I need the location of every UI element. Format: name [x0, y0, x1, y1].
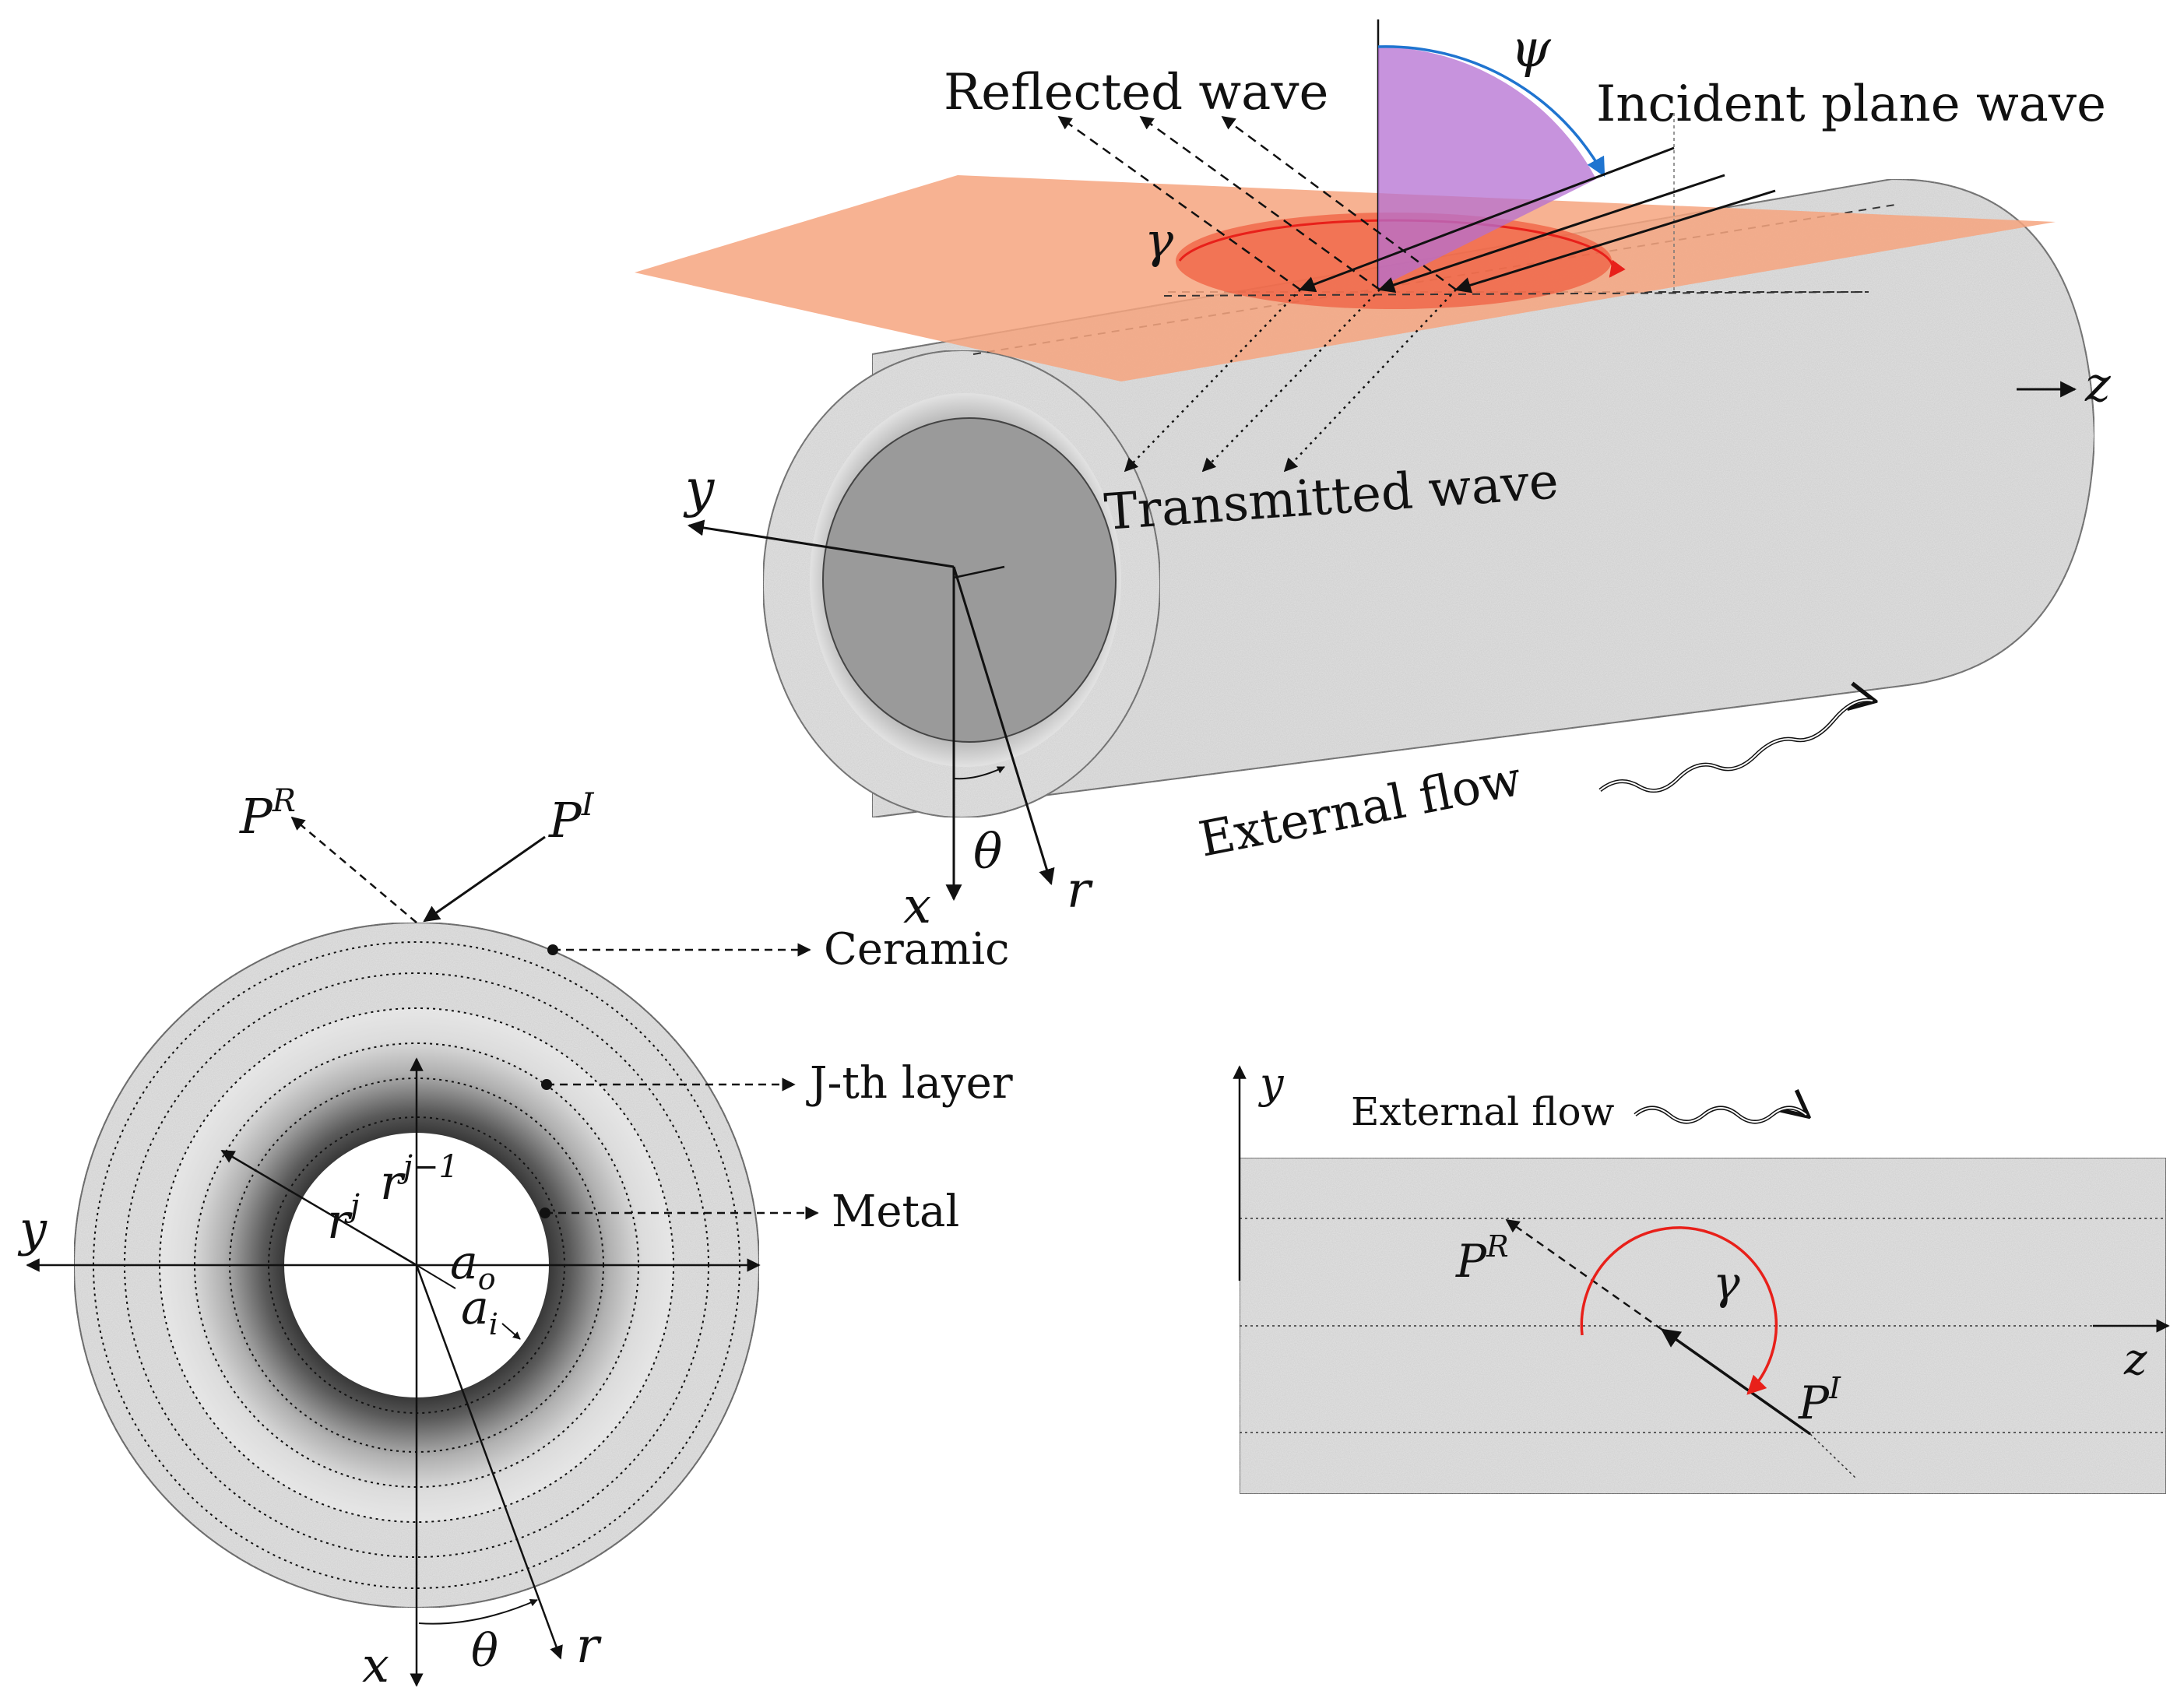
incident-ray — [1454, 189, 1776, 294]
pi-symbol-cross: PI — [548, 787, 595, 849]
theta-label-top: θ — [973, 823, 1002, 880]
external-flow-wave-side-inner — [1634, 1107, 1807, 1123]
pr-symbol-cross: PR — [239, 783, 296, 845]
z-label-side: z — [2123, 1334, 2147, 1385]
ao-symbol: ao — [450, 1236, 496, 1296]
ai-arrow — [501, 1323, 521, 1340]
ao-radius — [416, 1264, 456, 1289]
incident-ray-side — [1660, 1328, 1812, 1436]
pipe-3d-view: Reflected wave Incident plane wave Trans… — [635, 19, 2111, 935]
rj1-symbol: rj−1 — [380, 1149, 459, 1211]
pr-symbol-side: PR — [1455, 1229, 1509, 1288]
x-label-top: x — [903, 877, 931, 935]
x-label-cross: x — [362, 1636, 389, 1693]
pipe-end-inner-metal — [822, 417, 1117, 743]
reflected-wave-cross — [290, 816, 417, 923]
plane-dashed-line — [1163, 291, 1869, 297]
radius-line-top — [953, 565, 1005, 579]
y-label-top: y — [683, 459, 715, 519]
external-flow-label-side: External flow — [1351, 1089, 1615, 1134]
ceramic-label: Ceramic — [824, 924, 1010, 975]
r-label-cross: r — [576, 1617, 602, 1674]
gamma-symbol-top: γ — [1145, 212, 1174, 269]
incident-ray — [1299, 146, 1675, 293]
y-axis-top — [687, 519, 955, 568]
external-flow-wave-top-inner — [1599, 699, 1873, 792]
psi-sector — [1378, 47, 1596, 288]
gamma-symbol-side: γ — [1713, 1257, 1740, 1310]
psi-arc — [1377, 45, 1605, 178]
reflected-ray — [1221, 115, 1457, 291]
incident-wave-cross — [423, 835, 546, 923]
rj-symbol: rj — [327, 1188, 360, 1250]
gamma-arc-side — [1580, 1226, 1778, 1395]
metal-label: Metal — [832, 1186, 959, 1237]
reflected-wave-label: Reflected wave — [944, 64, 1328, 121]
r-axis-cross — [415, 1264, 563, 1660]
z-label-top: z — [2084, 356, 2111, 413]
reflected-ray-side — [1505, 1218, 1663, 1331]
incident-ray — [1378, 174, 1725, 294]
y-label-cross: y — [17, 1201, 47, 1257]
pi-symbol-side: PI — [1798, 1371, 1841, 1429]
side-view: External flow y z γ PR PI — [1233, 1059, 2170, 1495]
ai-symbol: ai — [461, 1281, 498, 1341]
r-label-top: r — [1067, 862, 1093, 919]
incident-plane-wave-label: Incident plane wave — [1596, 76, 2106, 133]
psi-symbol: ψ — [1511, 19, 1552, 79]
theta-arc-cross — [418, 1599, 538, 1625]
reflected-ray — [1139, 115, 1380, 291]
r-axis-top — [952, 566, 1055, 886]
transmitted-ray — [1201, 289, 1380, 473]
reflected-ray — [1057, 115, 1301, 291]
rj-radius — [220, 1149, 417, 1267]
theta-label-cross: θ — [471, 1624, 498, 1677]
cross-section-view: Ceramic J-th layer Metal PR PI y x r θ r… — [17, 783, 1013, 1693]
theta-arc-top — [953, 766, 1005, 780]
jth-layer-label: J-th layer — [806, 1058, 1013, 1109]
y-label-side: y — [1258, 1059, 1285, 1108]
